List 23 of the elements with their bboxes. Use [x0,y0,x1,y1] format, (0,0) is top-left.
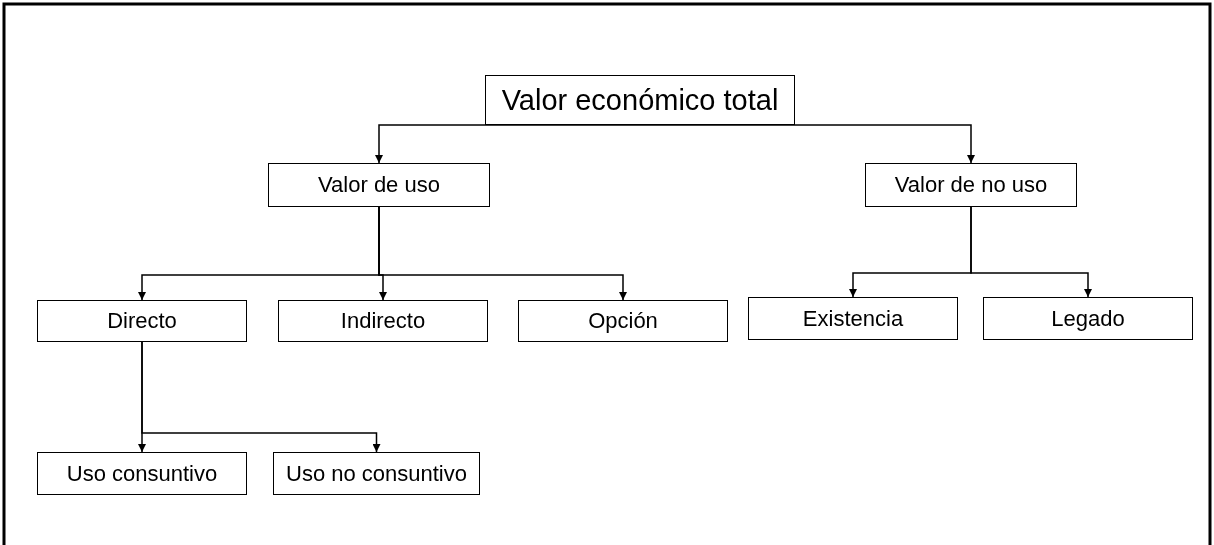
node-label: Uso consuntivo [66,460,218,487]
node-label: Valor de uso [318,172,440,198]
node-label: Valor de no uso [894,172,1048,198]
category-box [865,163,1077,207]
category-box [273,452,480,495]
arrow [970,206,1092,298]
category-box [748,297,958,340]
node-label: Uso no consuntivo [286,460,467,487]
arrow [378,206,627,301]
category-box [485,75,795,125]
category-box [518,300,728,342]
category-box [278,300,488,342]
node-label: Existencia [802,305,904,332]
node-label: Indirecto [340,308,426,334]
node-label: Opción [588,308,658,334]
node-label: Directo [107,308,177,334]
category-box [37,300,247,342]
node-label: Legado [1051,305,1125,332]
node-label: Valor económico total [501,83,779,117]
category-box [983,297,1193,340]
category-box [37,452,247,495]
arrow [141,341,381,453]
category-box [268,163,490,207]
